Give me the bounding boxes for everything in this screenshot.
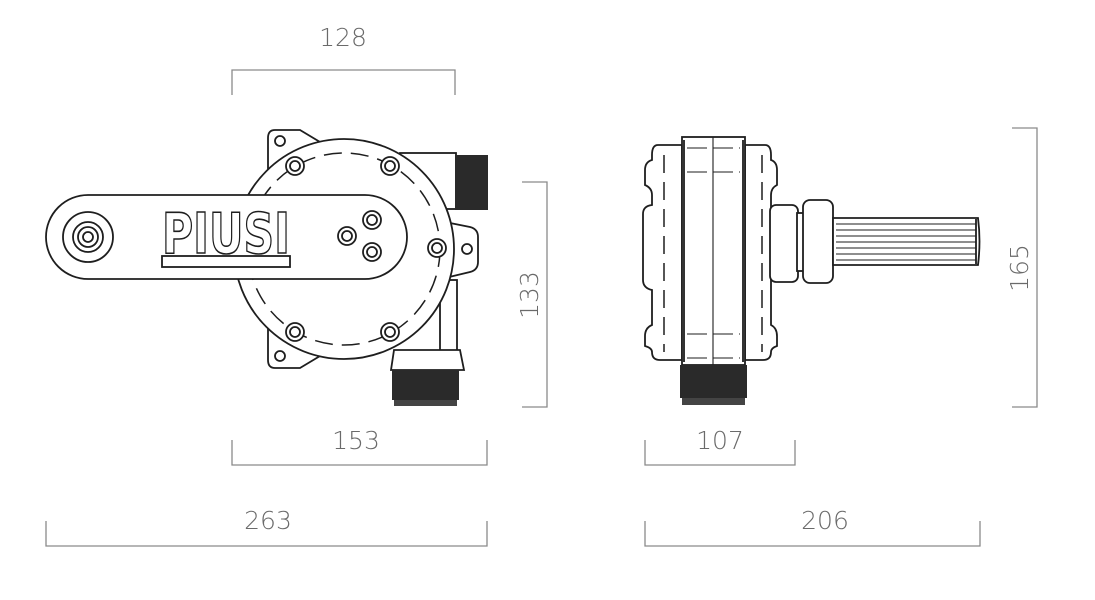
dimension-133: 133 <box>515 181 548 408</box>
dimension-label: 165 <box>1005 244 1034 292</box>
dimension-206: 206 <box>644 506 981 547</box>
side-view <box>642 136 981 405</box>
dimension-label: 128 <box>319 23 367 52</box>
front-view: PIUSI <box>45 129 488 406</box>
handle-pivot-bolts <box>337 210 382 262</box>
top-outlet-thread <box>455 155 488 210</box>
side-thread-end <box>682 398 745 405</box>
dimension-label: 206 <box>801 506 849 535</box>
dimension-153: 153 <box>231 426 488 466</box>
dimension-label: 133 <box>515 271 544 319</box>
piusi-logo: PIUSI <box>161 201 291 268</box>
dimension-165: 165 <box>1005 127 1038 408</box>
side-bottom-thread <box>680 365 747 398</box>
bottom-outlet-thread <box>392 370 459 400</box>
body-bolts <box>285 156 447 342</box>
shaft-splines <box>836 223 976 261</box>
dimension-label: 153 <box>332 426 380 455</box>
dimension-label: 263 <box>244 506 292 535</box>
dimension-107: 107 <box>644 426 796 466</box>
bottom-thread-end <box>394 400 457 406</box>
handle-knob[interactable] <box>62 211 114 263</box>
tab-hole <box>461 243 473 255</box>
dimension-128: 128 <box>231 23 456 95</box>
bearing-boss <box>769 204 799 283</box>
bottom-outlet-neck <box>389 349 466 371</box>
dimension-label: 107 <box>696 426 744 455</box>
shaft-collar <box>802 199 834 284</box>
band-dashes <box>687 147 740 359</box>
dimension-263: 263 <box>45 506 488 547</box>
flange-hole <box>274 350 286 362</box>
flange-hole <box>274 135 286 147</box>
pump-handle[interactable] <box>45 194 408 280</box>
left-cover <box>642 144 683 361</box>
